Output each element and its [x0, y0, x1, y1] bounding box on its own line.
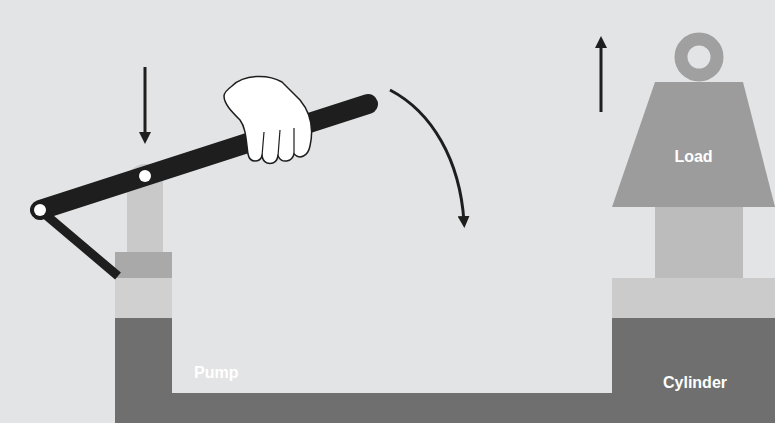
- rotation-arrow: [390, 90, 464, 222]
- glove-creases: [262, 128, 294, 156]
- pump-seal: [115, 252, 172, 278]
- pivot: [34, 204, 46, 216]
- node-outline: [612, 82, 775, 207]
- pump-label: Pump: [194, 364, 238, 382]
- weight-shape: [612, 82, 775, 207]
- lever-handle: [40, 104, 368, 210]
- lift-arrow: [600, 42, 603, 112]
- gloved-hand: [224, 76, 312, 163]
- push-arrow: [144, 67, 147, 138]
- load-ring: [681, 39, 717, 75]
- node-text: Load: [674, 148, 712, 166]
- lever-link: [40, 210, 118, 276]
- cylinder-label: Cylinder: [663, 374, 727, 392]
- pump-piston: [115, 278, 172, 318]
- cylinder-piston: [612, 278, 775, 318]
- load-stem: [655, 205, 743, 278]
- pivot: [139, 170, 151, 182]
- load-weight: Load: [612, 82, 775, 207]
- fluid-base: [115, 318, 775, 423]
